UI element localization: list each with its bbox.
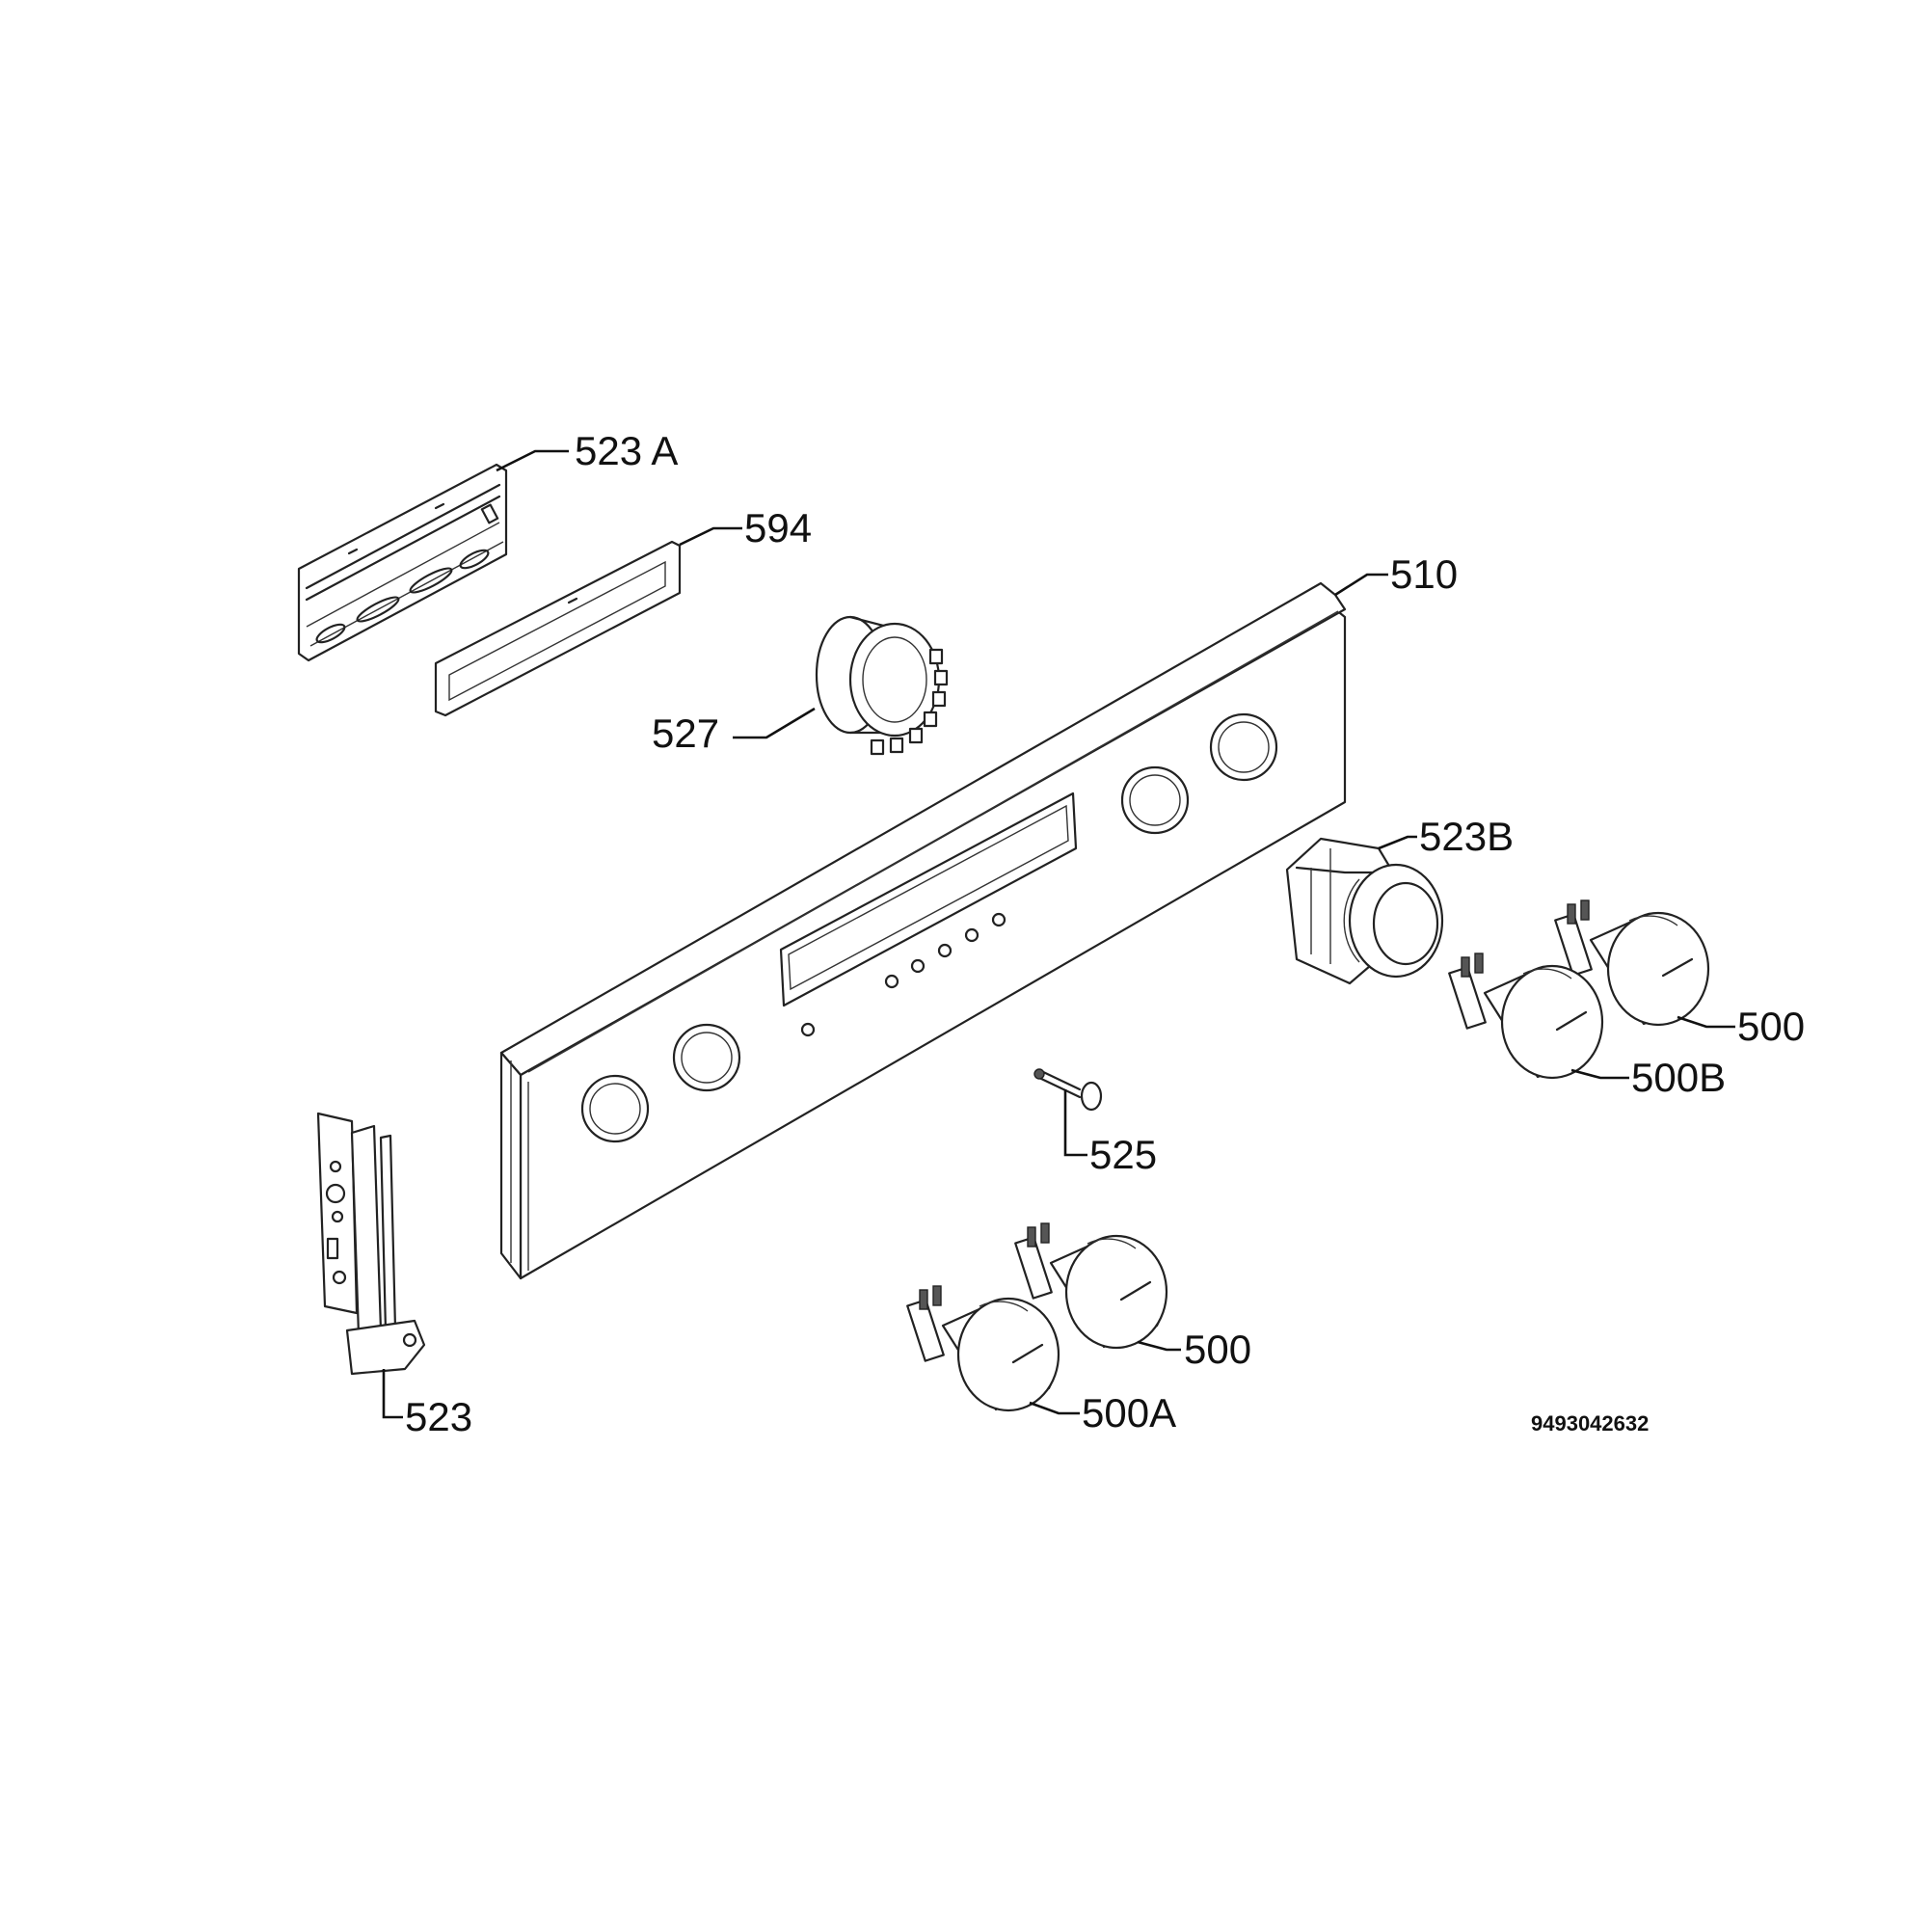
label-500a: 500A <box>1082 1390 1176 1436</box>
label-523: 523 <box>405 1394 472 1439</box>
panel-buttons <box>800 912 1006 1037</box>
leader-523 <box>382 1369 403 1419</box>
knob-500a <box>906 1285 1060 1412</box>
leader-594 <box>679 526 742 547</box>
bracket-523 <box>316 1112 426 1376</box>
panel-display-window <box>779 792 1078 1007</box>
label-523b: 523B <box>1419 814 1514 859</box>
label-500b: 500B <box>1631 1055 1726 1100</box>
leader-510 <box>1334 573 1388 597</box>
socket-527-teeth <box>870 648 949 756</box>
panel-hole-1 <box>580 1074 650 1143</box>
panel-hole-3 <box>1120 765 1190 835</box>
knob-500b <box>1448 953 1604 1080</box>
leader-523a <box>496 449 569 472</box>
label-527: 527 <box>652 711 719 756</box>
leader-500a <box>1029 1401 1080 1415</box>
lamp-525 <box>1033 1068 1103 1112</box>
socket-527 <box>815 615 949 756</box>
label-594: 594 <box>744 505 812 550</box>
label-523a: 523 A <box>575 428 678 473</box>
control-panel-510 <box>499 581 1347 1280</box>
leader-523b <box>1378 835 1417 850</box>
knob-500-right <box>1554 899 1710 1027</box>
socket-523b <box>1285 837 1444 985</box>
label-510: 510 <box>1390 551 1458 597</box>
document-number: 9493042632 <box>1531 1411 1649 1436</box>
leader-527 <box>733 707 816 739</box>
label-500-lower: 500 <box>1184 1327 1251 1372</box>
bracket-523a <box>297 463 508 662</box>
leader-500b <box>1570 1068 1629 1080</box>
callout-labels: 523 A 594 510 527 523B 500 500B 525 500 … <box>405 428 1805 1439</box>
leader-525 <box>1063 1089 1087 1157</box>
label-525: 525 <box>1089 1132 1157 1177</box>
panel-hole-4 <box>1209 712 1278 782</box>
glass-594 <box>434 540 682 717</box>
leader-500-lower <box>1137 1340 1181 1352</box>
leader-lines <box>382 449 1735 1419</box>
leader-500-right <box>1677 1015 1735 1029</box>
knob-500-lower <box>1014 1222 1168 1350</box>
label-500-right: 500 <box>1737 1004 1805 1049</box>
panel-hole-2 <box>672 1023 741 1092</box>
